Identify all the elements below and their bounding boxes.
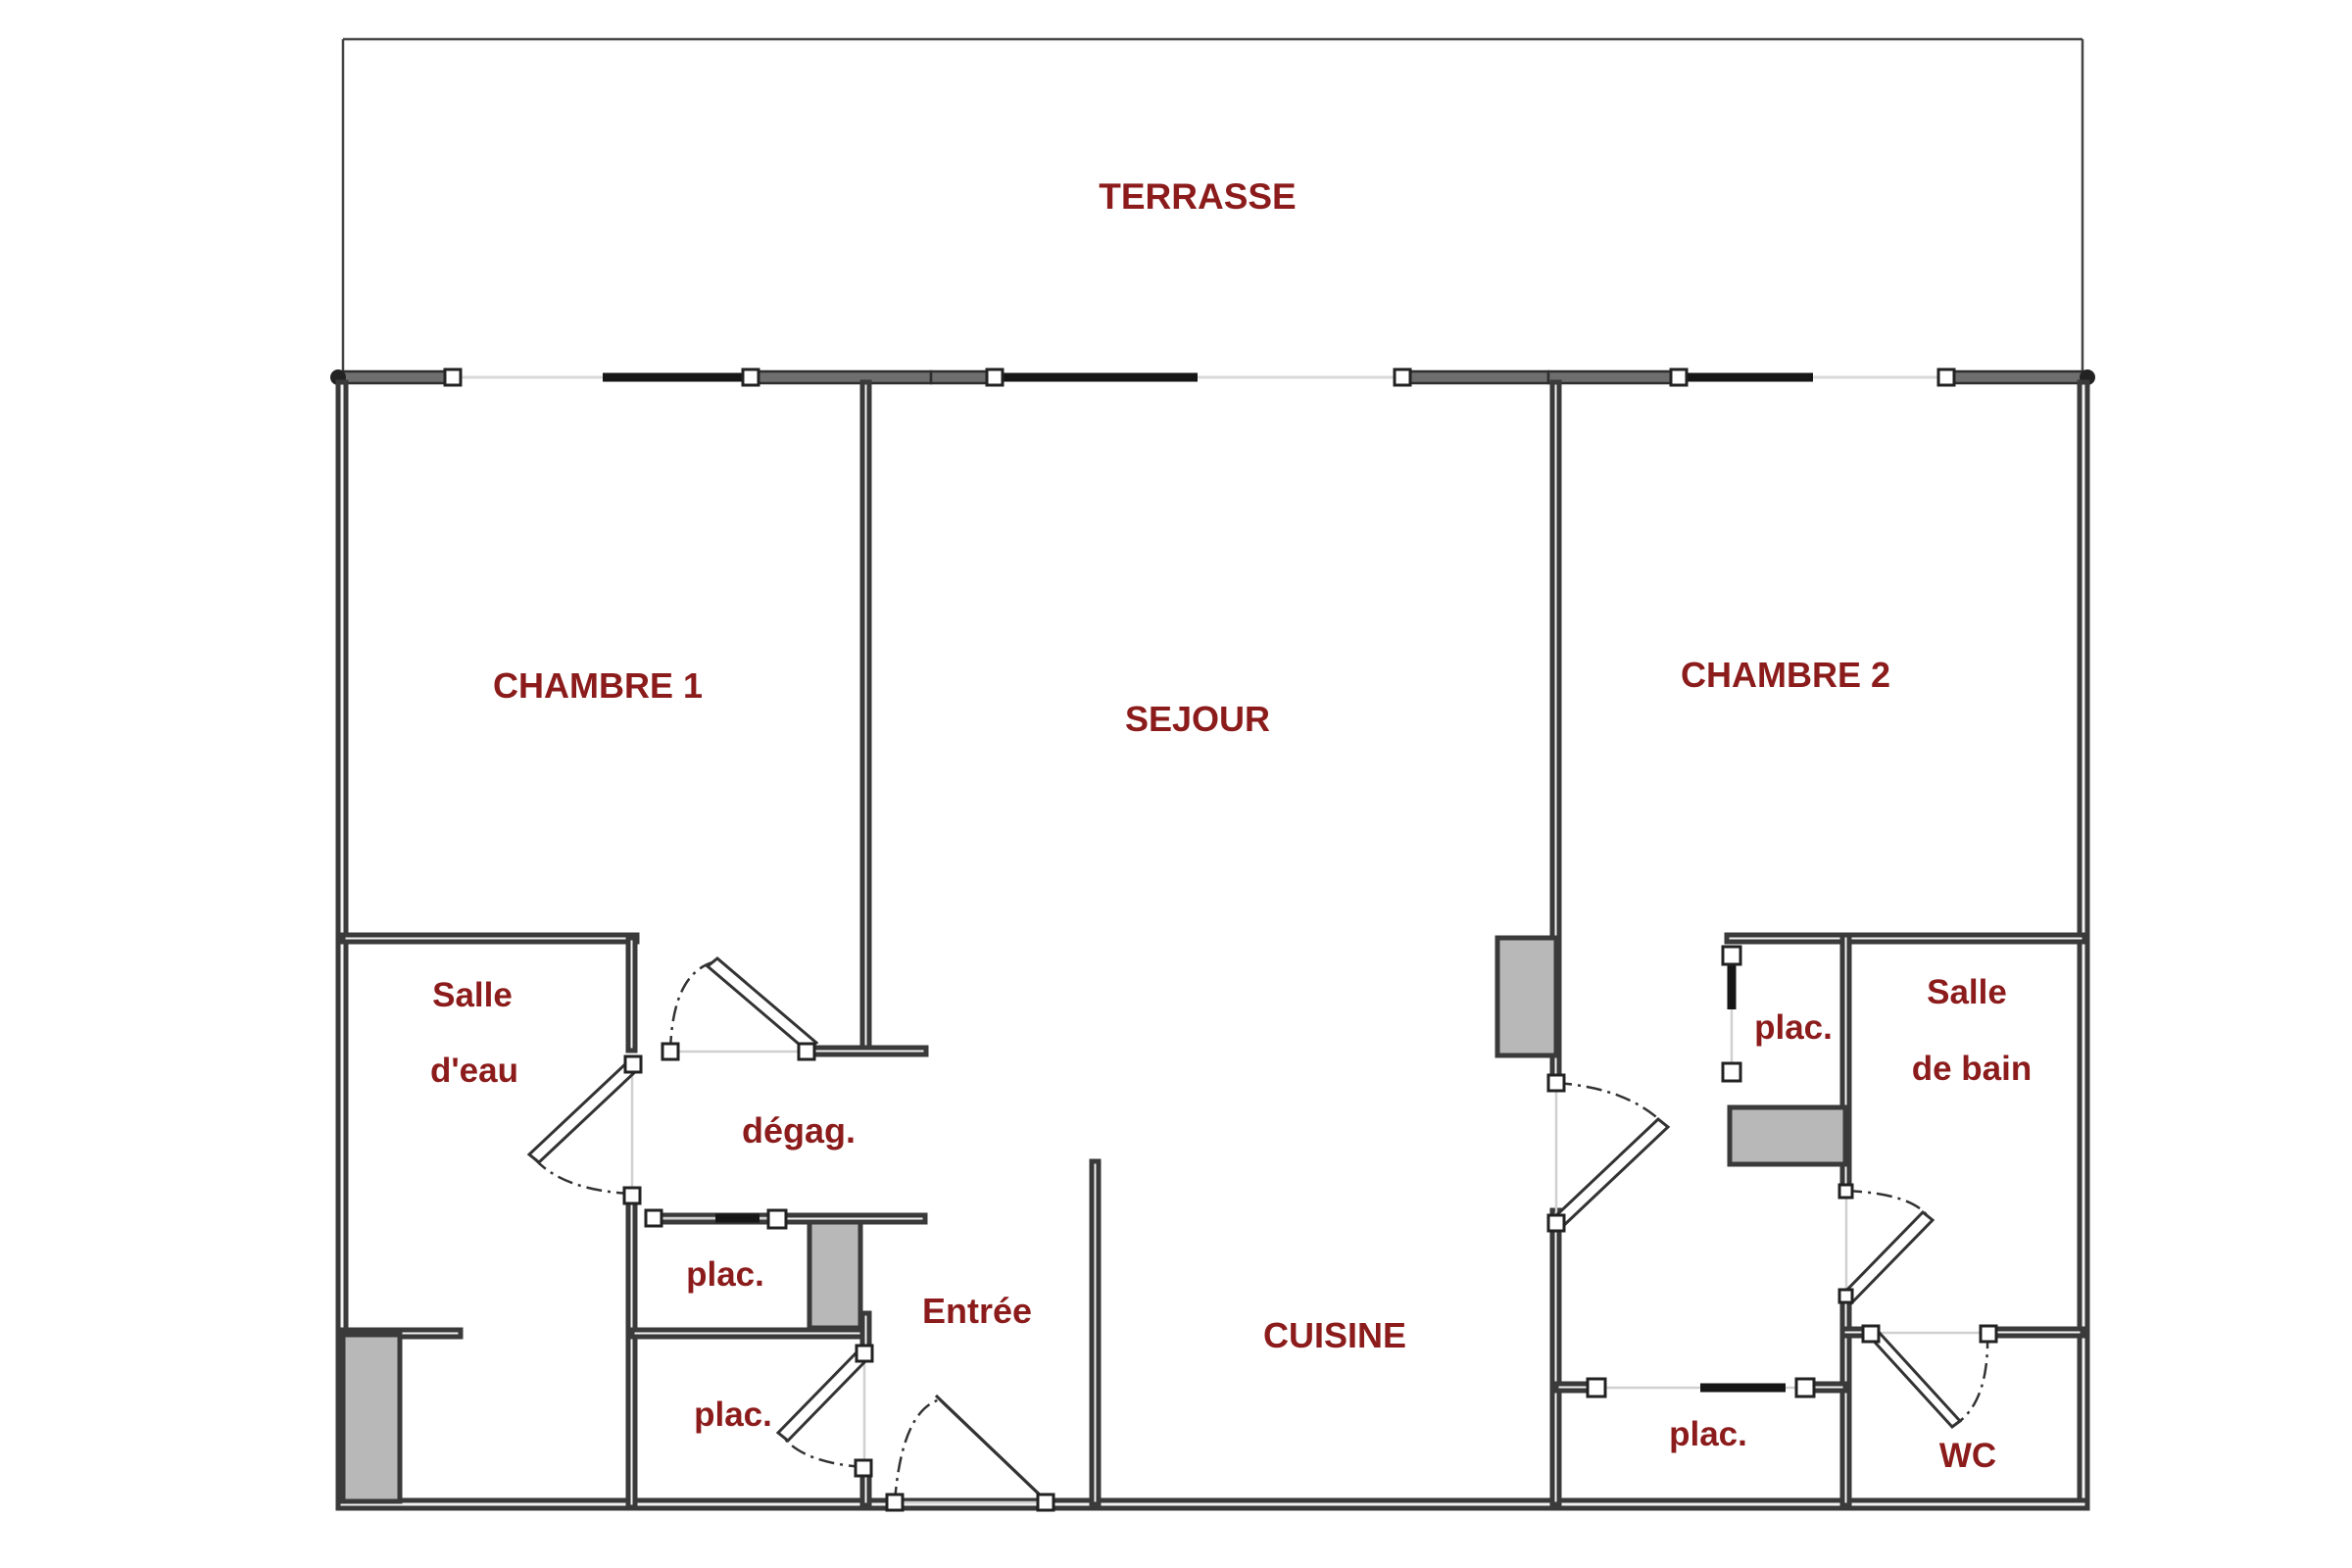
room-label-salle-eau-line2: d'eau	[430, 1052, 518, 1090]
room-label-wc: WC	[1939, 1437, 1996, 1475]
room-label-salle-bain-line2: de bain	[1912, 1050, 2033, 1088]
room-label-degag: dégag.	[742, 1110, 856, 1151]
room-label-salle-bain-line1: Salle	[1927, 973, 2007, 1011]
room-label-terrasse: TERRASSE	[1099, 176, 1296, 217]
room-label-plac-b: plac.	[694, 1396, 772, 1434]
room-label-plac-a: plac.	[686, 1255, 764, 1294]
room-label-cuisine: CUISINE	[1263, 1315, 1406, 1355]
room-labels: TERRASSE CHAMBRE 1 SEJOUR CHAMBRE 2 Sall…	[430, 176, 2032, 1475]
room-label-plac-c: plac.	[1754, 1008, 1833, 1047]
terrace-outline	[341, 37, 2084, 377]
walls	[335, 379, 2090, 1511]
closets	[340, 935, 1848, 1504]
room-label-chambre-1: CHAMBRE 1	[493, 665, 703, 706]
facade-windows	[330, 368, 2095, 387]
swing-doors	[526, 956, 1998, 1512]
room-label-salle-eau-line1: Salle	[432, 976, 513, 1014]
sliding-doors	[644, 945, 1816, 1398]
room-label-entree: Entrée	[922, 1291, 1032, 1331]
room-label-sejour: SEJOUR	[1125, 699, 1270, 739]
room-label-plac-d: plac.	[1669, 1415, 1747, 1453]
room-label-chambre-2: CHAMBRE 2	[1681, 655, 1890, 695]
